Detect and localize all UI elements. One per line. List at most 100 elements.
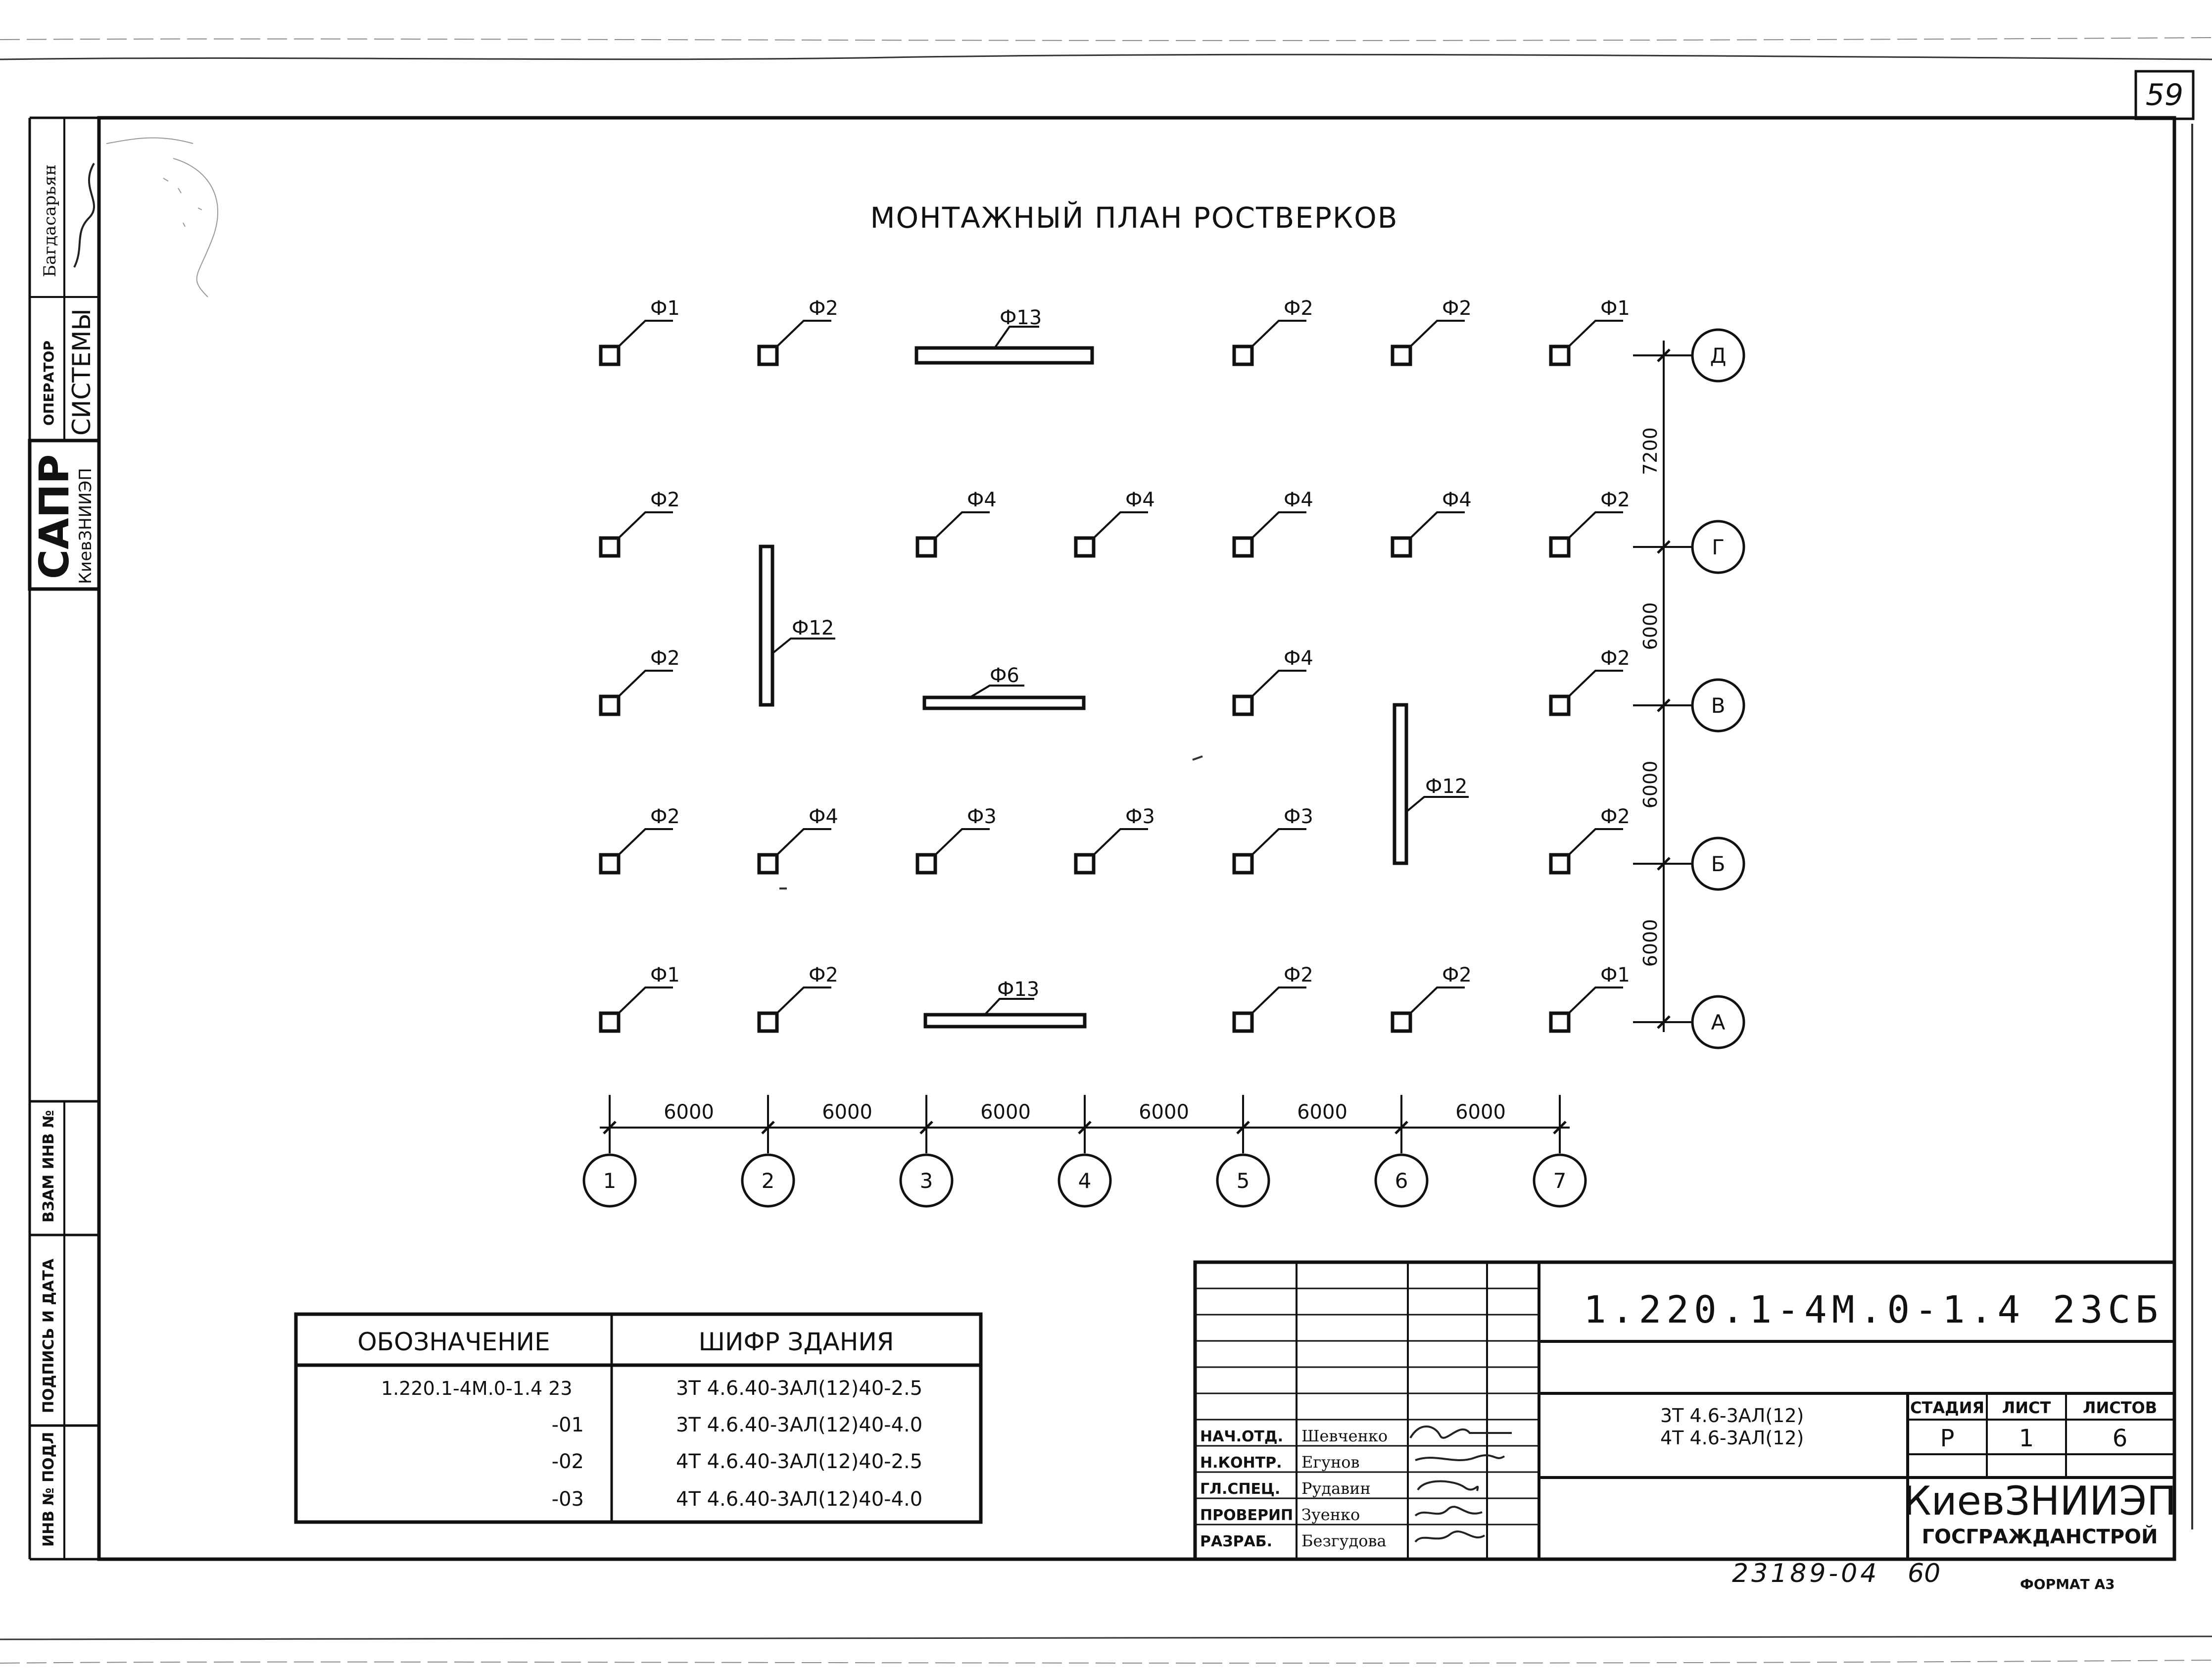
table-row-4-cipher: 4Т 4.6.40-3АЛ(12)40-4.0	[676, 1488, 922, 1511]
name-bezgudova: Безгудова	[1301, 1531, 1387, 1550]
dimension-value-vertical: 6000	[1639, 761, 1661, 809]
table-row-3-cipher: 4Т 4.6.40-3АЛ(12)40-2.5	[676, 1450, 922, 1473]
pad-label: Ф4	[809, 805, 838, 828]
pile-cap	[599, 1011, 621, 1033]
signature-mark	[73, 162, 95, 268]
table-row-3-designation: -02	[552, 1450, 584, 1473]
title-block: НАЧ.ОТД. Н.КОНТР. ГЛ.СПЕЦ. ПРОВЕРИП РАЗР…	[1193, 1260, 2176, 1561]
leader-line	[984, 998, 1034, 1016]
leader-line	[1567, 986, 1623, 1015]
pad-label: Ф2	[650, 805, 680, 828]
table-header-designation: ОБОЗНАЧЕНИЕ	[357, 1328, 550, 1356]
scan-mark	[1192, 755, 1203, 761]
axis-letter-label: В	[1711, 693, 1726, 718]
inv-podl-label: ИНВ № ПОДЛ	[40, 1432, 57, 1547]
table-row-1-cipher: 3Т 4.6.40-3АЛ(12)40-2.5	[676, 1377, 922, 1400]
document-code: 1.220.1-4М.0-1.4 23СБ	[1584, 1287, 2163, 1331]
scan-noise	[106, 137, 218, 297]
signatures	[1409, 1425, 1512, 1543]
stage-value: Р	[1940, 1425, 1955, 1452]
pad-label: Ф4	[1284, 647, 1313, 670]
pile-cap	[1549, 345, 1571, 366]
strip-foundation	[1393, 703, 1408, 865]
dimension-value-vertical: 6000	[1639, 602, 1661, 650]
pad-label: Ф4	[1125, 489, 1155, 511]
pad-label: Ф3	[1125, 805, 1155, 828]
pile-cap	[1232, 853, 1254, 875]
pad-label: Ф2	[1600, 805, 1630, 828]
axis-bubble-letter	[1691, 995, 1745, 1049]
leader-line	[775, 320, 831, 348]
pad-label: Ф2	[650, 489, 680, 511]
leader-line	[994, 326, 1039, 349]
pile-cap	[1232, 536, 1254, 558]
leader-line	[1250, 986, 1306, 1015]
leader-line	[771, 638, 835, 654]
bottom-note: 23189-04	[1732, 1559, 1879, 1588]
pile-cap	[1549, 536, 1571, 558]
axis-bubble-number	[899, 1153, 954, 1208]
leader-line	[617, 670, 673, 698]
axis-bubble-letter	[1691, 678, 1745, 733]
operator-label: ОПЕРАТОР	[41, 341, 57, 426]
dimension-tick	[1657, 857, 1671, 871]
axis-number-label: 6	[1395, 1169, 1408, 1193]
leader-line	[1250, 320, 1306, 348]
system-label: СИСТЕМЫ	[67, 308, 96, 436]
axis-bubble-letter	[1691, 328, 1745, 383]
format-label: ФОРМАТ А3	[2020, 1576, 2115, 1592]
sapr-label: САПР	[31, 454, 78, 579]
dimension-value-horizontal: 6000	[664, 1101, 714, 1124]
plan-title: МОНТАЖНЫЙ ПЛАН РОСТВЕРКОВ	[870, 200, 1398, 235]
institute-label: КиевЗНИИЭП	[76, 468, 96, 584]
axis-bubble-letter	[1691, 837, 1745, 891]
pile-cap	[1391, 345, 1412, 366]
top-edge-line	[0, 53, 2212, 60]
pile-cap	[1391, 1011, 1412, 1033]
podpis-data-label: ПОДПИСЬ И ДАТА	[40, 1258, 57, 1413]
table-header-cipher: ШИФР ЗДАНИЯ	[698, 1328, 894, 1356]
leader-line	[933, 511, 990, 540]
leader-line	[1405, 796, 1469, 813]
axis-number-label: 2	[762, 1169, 775, 1193]
role-nach-otd: НАЧ.ОТД.	[1200, 1428, 1283, 1445]
dimension-tick	[1553, 1121, 1567, 1134]
subtitle-line-2: 4Т 4.6-3АЛ(12)	[1660, 1427, 1804, 1449]
pile-cap	[1549, 694, 1571, 716]
strip-label: Ф13	[997, 978, 1039, 1001]
role-n-kontr: Н.КОНТР.	[1200, 1454, 1282, 1472]
axis-bubble-number	[741, 1153, 795, 1208]
pad-label: Ф2	[1284, 964, 1313, 986]
leader-line	[775, 828, 831, 857]
table-row-4-designation: -03	[552, 1488, 584, 1511]
pad-label: Ф3	[967, 805, 997, 828]
pile-cap	[1549, 853, 1571, 875]
pad-label: Ф2	[809, 297, 838, 320]
pad-label: Ф2	[1600, 489, 1630, 511]
sheets-value: 6	[2113, 1425, 2128, 1452]
pad-label: Ф2	[1442, 964, 1472, 986]
strip-foundation	[914, 346, 1094, 365]
top-edge-dashed	[0, 37, 2212, 41]
pad-label: Ф2	[809, 964, 838, 986]
table-row-2-designation: -01	[552, 1414, 584, 1436]
subtitle-line-1: 3Т 4.6-3АЛ(12)	[1660, 1405, 1804, 1427]
leader-line	[1567, 670, 1623, 698]
leader-line	[1092, 511, 1148, 540]
axis-letter-label: Г	[1712, 535, 1725, 559]
axis-bubble-number	[1058, 1153, 1112, 1208]
org-name: КиевЗНИИЭП	[1903, 1478, 2176, 1524]
dimension-tick	[1657, 540, 1671, 554]
axis-bubble-number	[582, 1153, 637, 1208]
leader-line	[1408, 986, 1465, 1015]
leader-line	[1250, 828, 1306, 857]
strip-label: Ф12	[792, 617, 834, 640]
person-name-label: Багдасарьян	[40, 164, 60, 277]
dimension-value-vertical: 7200	[1639, 427, 1661, 475]
leader-line	[617, 511, 673, 540]
pile-cap	[1232, 1011, 1254, 1033]
pile-cap	[757, 345, 779, 366]
dimension-value-horizontal: 6000	[1139, 1101, 1189, 1124]
